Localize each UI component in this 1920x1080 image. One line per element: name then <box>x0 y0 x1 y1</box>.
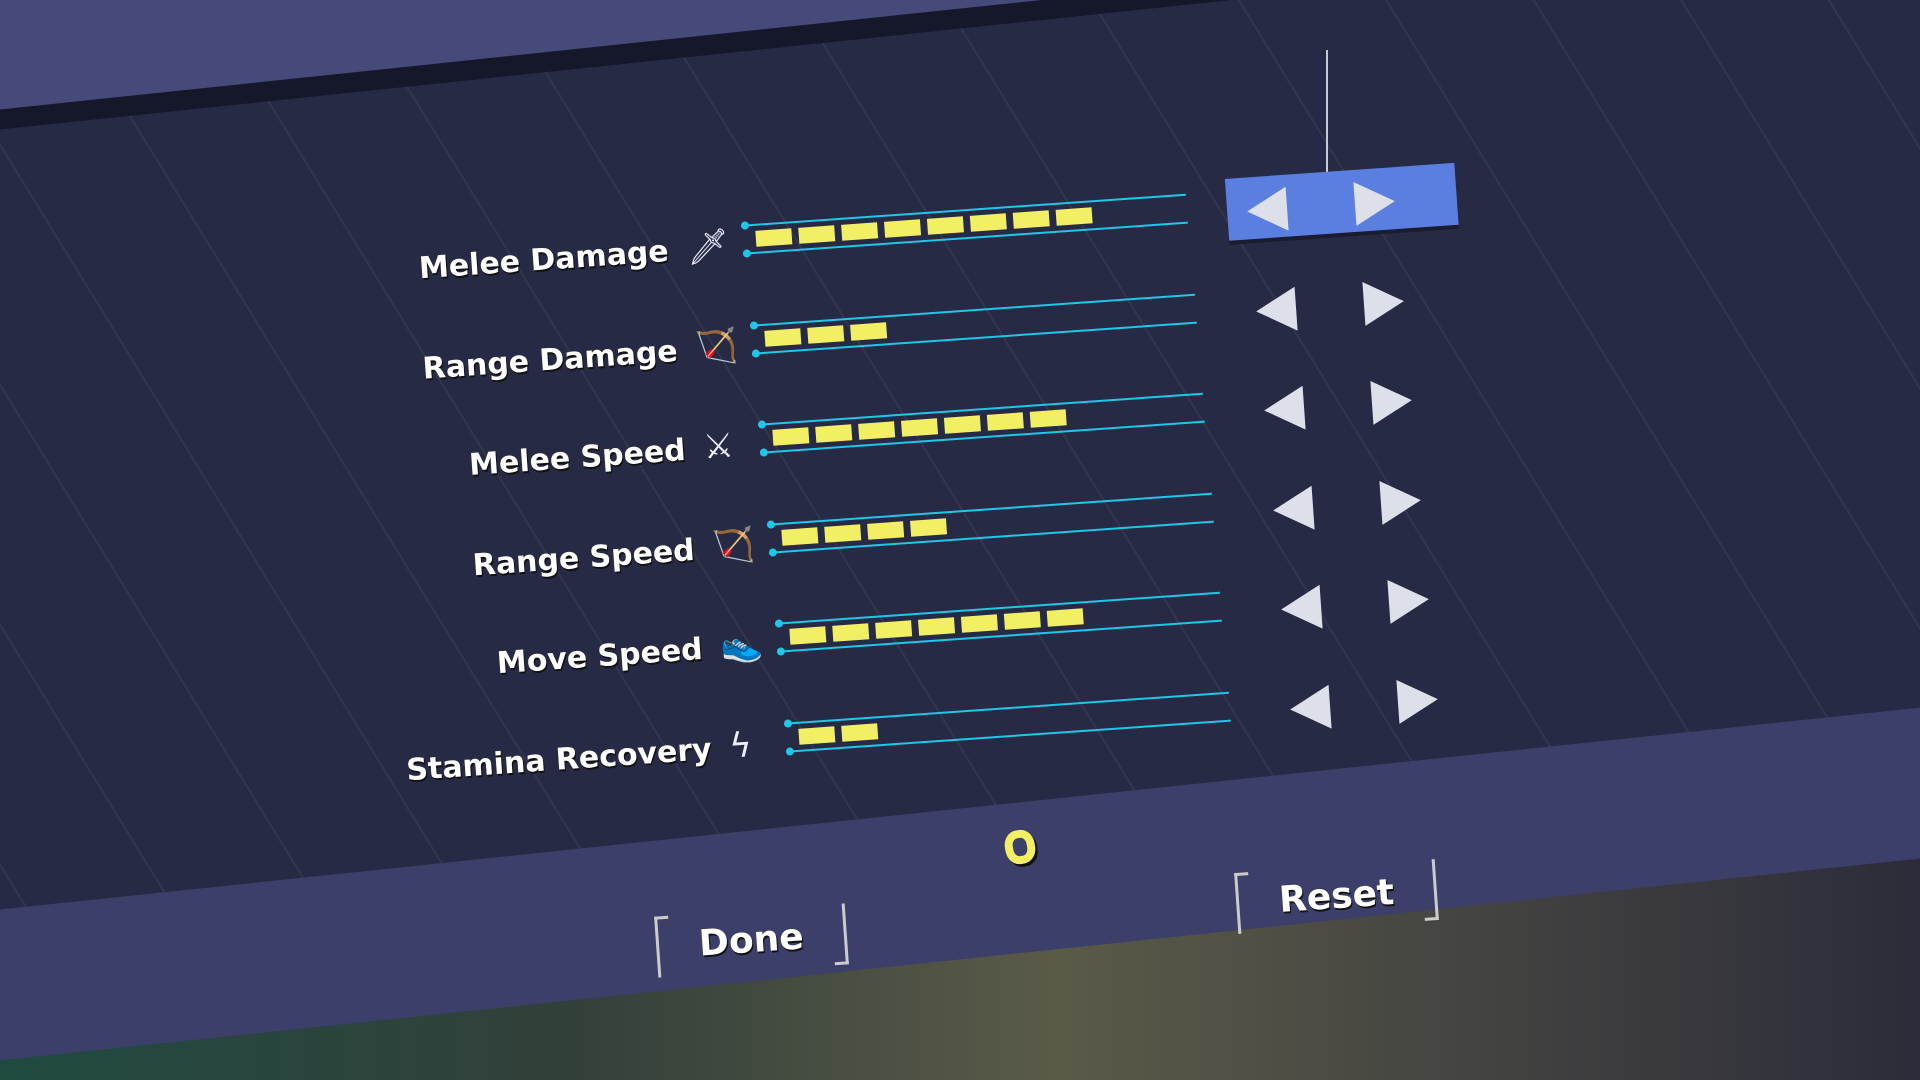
level-segment <box>755 228 793 247</box>
level-segment <box>918 617 956 636</box>
decrease-arrow-icon[interactable] <box>1262 385 1306 433</box>
level-segment <box>823 523 861 543</box>
level-segment <box>840 722 878 742</box>
increase-arrow-icon[interactable] <box>1353 179 1397 226</box>
level-segment <box>884 219 922 238</box>
double-bow-icon: 🏹 <box>710 524 756 568</box>
increase-arrow-icon[interactable] <box>1378 477 1422 525</box>
level-segment <box>806 324 844 344</box>
decrease-arrow-icon[interactable] <box>1245 186 1289 234</box>
stat-label: Range Damage <box>421 333 679 387</box>
level-segment <box>1012 210 1050 229</box>
level-segment <box>832 623 870 642</box>
level-segment <box>969 213 1007 232</box>
level-segment <box>1055 207 1093 226</box>
level-segment <box>943 415 981 434</box>
level-segment <box>841 222 879 241</box>
increase-arrow-icon[interactable] <box>1387 577 1431 624</box>
level-segment <box>780 526 818 546</box>
level-segment <box>875 620 913 639</box>
decrease-arrow-icon[interactable] <box>1254 286 1298 333</box>
level-segment <box>1029 409 1067 428</box>
stat-label: Move Speed <box>495 631 704 682</box>
sword-plus-icon: 🗡 <box>685 225 731 269</box>
stat-label: Melee Speed <box>467 432 687 484</box>
level-segment <box>926 216 964 235</box>
level-segment <box>866 520 904 540</box>
increase-arrow-icon[interactable] <box>1361 278 1405 326</box>
shoe-icon: 👟 <box>719 623 765 667</box>
level-segment <box>901 418 939 437</box>
increase-arrow-icon[interactable] <box>1370 378 1414 425</box>
level-segment <box>960 614 998 633</box>
level-segment <box>986 412 1024 431</box>
level-segment <box>909 517 947 537</box>
hanging-wire <box>1326 50 1328 220</box>
lightning-icon: ϟ <box>727 724 753 767</box>
level-segment <box>1046 608 1084 627</box>
stat-label: Stamina Recovery <box>404 731 713 788</box>
level-segment <box>789 626 827 645</box>
decrease-arrow-icon[interactable] <box>1271 485 1315 532</box>
level-segment <box>1003 611 1041 630</box>
level-segment <box>797 725 835 745</box>
level-segment <box>849 321 887 341</box>
stat-label: Range Speed <box>471 532 696 583</box>
level-segment <box>798 225 836 244</box>
level-segment <box>858 421 896 440</box>
double-sword-icon: ⚔ <box>702 425 736 468</box>
level-segment <box>815 424 853 443</box>
decrease-arrow-icon[interactable] <box>1279 584 1323 632</box>
level-segment <box>763 327 801 347</box>
reset-button[interactable]: Reset <box>1234 859 1440 934</box>
level-segment <box>772 427 810 446</box>
stat-label: Melee Damage <box>417 233 670 287</box>
bow-plus-icon: 🏹 <box>693 325 739 369</box>
decrease-arrow-icon[interactable] <box>1288 684 1332 731</box>
increase-arrow-icon[interactable] <box>1395 676 1439 724</box>
